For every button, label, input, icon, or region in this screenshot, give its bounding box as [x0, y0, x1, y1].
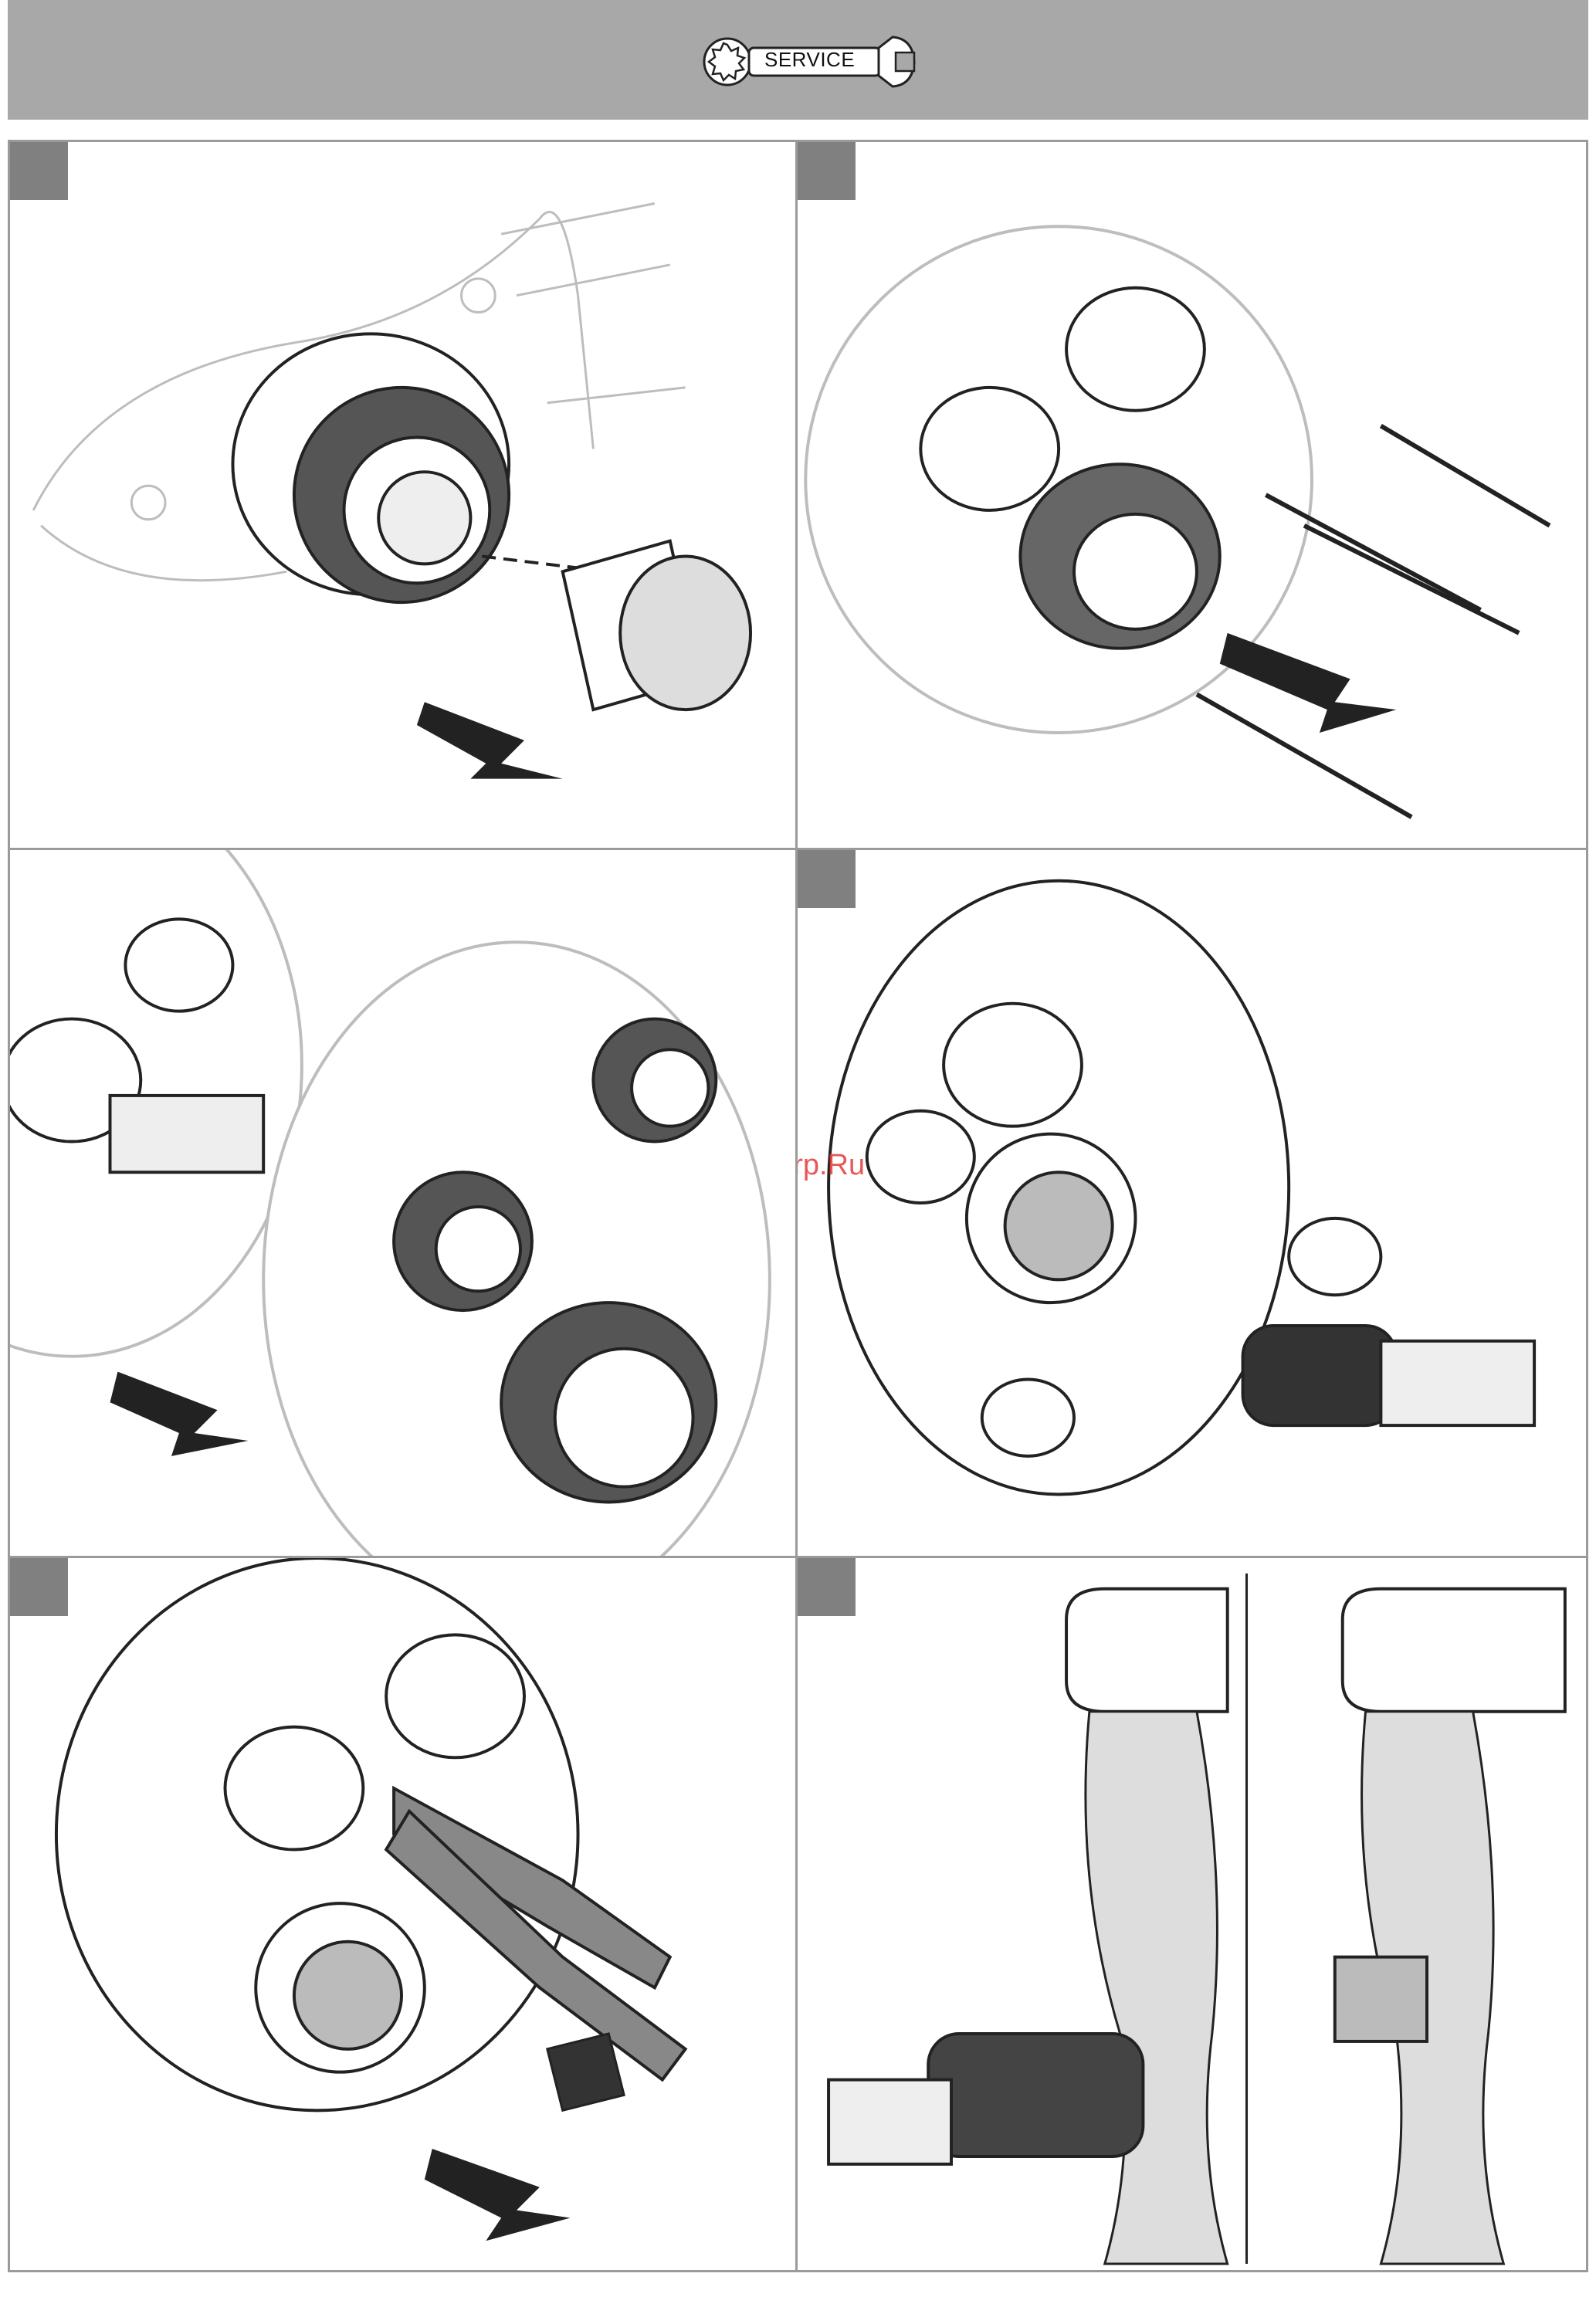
- step-panel-1: [8, 140, 801, 850]
- screw-removal-illustration: [798, 142, 1586, 848]
- step-panel-6: [795, 1556, 1588, 2272]
- service-badge: SERVICE: [695, 31, 919, 93]
- cap-removal-illustration: [10, 142, 798, 848]
- step-panel-2: [795, 140, 1588, 850]
- cover-removal-illustration: [10, 850, 798, 1556]
- step-panel-4: McGrp.Ru: [795, 848, 1588, 1558]
- rinse-illustration: [798, 1558, 1586, 2270]
- watermark: McGrp.Ru: [795, 1149, 865, 1182]
- step-panel-5: [8, 1556, 801, 2272]
- service-label: SERVICE: [764, 48, 855, 72]
- filter-removal-illustration: [10, 1558, 798, 2270]
- step-panel-3: [8, 848, 801, 1558]
- service-header: SERVICE: [8, 0, 1588, 120]
- cartridge-removal-illustration: [798, 850, 1586, 1556]
